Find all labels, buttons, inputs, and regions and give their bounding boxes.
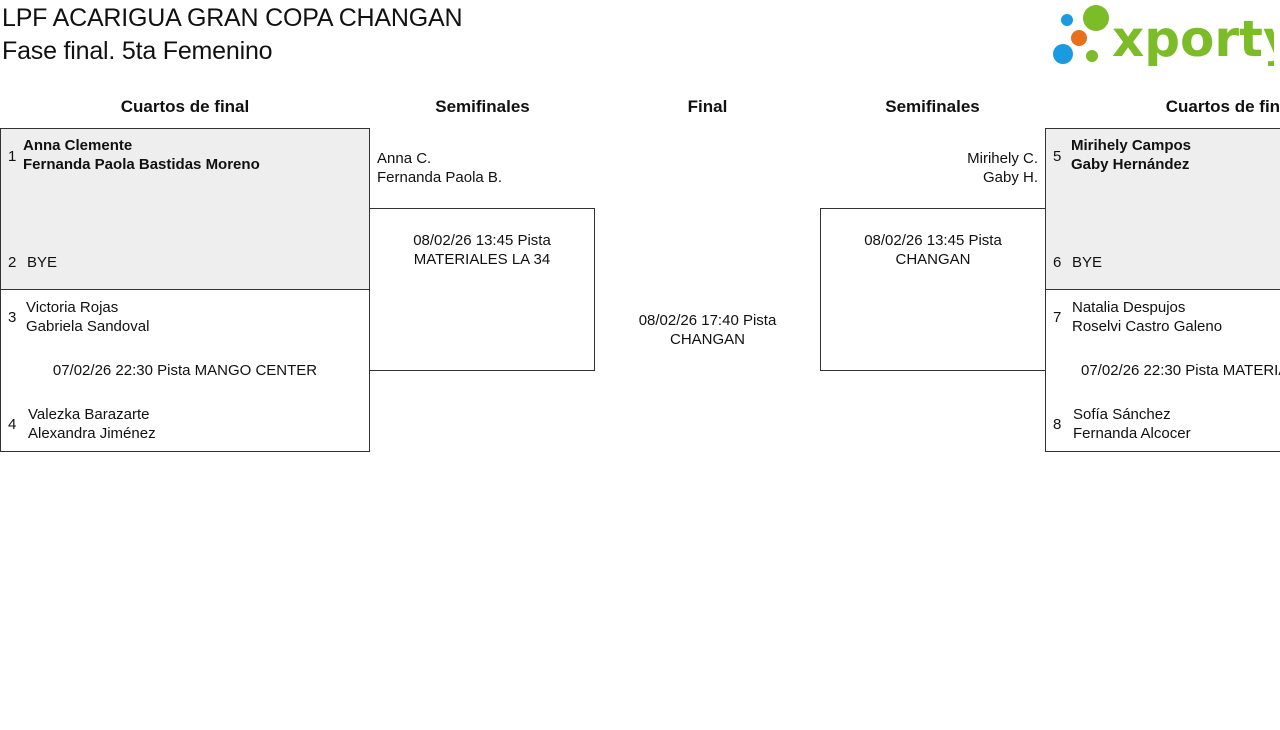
- left-sf-team: Anna C. Fernanda Paola B.: [377, 149, 502, 187]
- player-name: Valezka Barazarte: [28, 406, 150, 423]
- match-schedule: 07/02/26 22:30 Pista MANGO CENTER: [52, 362, 318, 379]
- round-header-right-sf: Semifinales: [885, 97, 980, 116]
- team-entry: Natalia Despujos Roselvi Castro Galeno: [1072, 298, 1222, 336]
- player-name: Fernanda Alcocer: [1073, 425, 1191, 442]
- player-name: Gabriela Sandoval: [26, 318, 150, 335]
- player-name: Alexandra Jiménez: [28, 425, 156, 442]
- schedule-line: 08/02/26 13:45 Pista: [864, 232, 1002, 249]
- right-qf-match-1[interactable]: 5 Mirihely Campos Gaby Hernández 6 BYE: [1045, 128, 1280, 290]
- player-name: Gaby H.: [982, 169, 1038, 186]
- right-sf-team: Mirihely C. Gaby H.: [820, 149, 1038, 187]
- player-name: Anna Clemente: [23, 137, 133, 154]
- player-name: Fernanda Paola Bastidas Moreno: [23, 156, 260, 173]
- logo-text: xporty: [1112, 10, 1274, 66]
- team-entry: Victoria Rojas Gabriela Sandoval: [26, 298, 149, 336]
- seed-number: 2: [8, 254, 17, 271]
- team-entry: Sofía Sánchez Fernanda Alcocer: [1073, 405, 1191, 443]
- player-name: Roselvi Castro Galeno: [1072, 318, 1223, 335]
- round-header-left-qf: Cuartos de final: [120, 97, 250, 116]
- seed-number: 4: [8, 416, 17, 433]
- right-qf-match-2[interactable]: 7 Natalia Despujos Roselvi Castro Galeno…: [1045, 289, 1280, 452]
- left-qf-match-1[interactable]: 1 Anna Clemente Fernanda Paola Bastidas …: [0, 128, 370, 290]
- player-name: Anna C.: [377, 150, 432, 167]
- match-schedule: 08/02/26 13:45 Pista MATERIALES LA 34: [370, 231, 594, 269]
- right-sf-match[interactable]: 08/02/26 13:45 Pista CHANGAN: [820, 208, 1046, 371]
- seed-number: 8: [1053, 416, 1062, 433]
- round-header-right-qf: Cuartos de final: [1165, 97, 1280, 116]
- schedule-line: 08/02/26 17:40 Pista: [638, 312, 777, 329]
- seed-number: 6: [1053, 254, 1062, 271]
- phase-subtitle: Fase final. 5ta Femenino: [2, 37, 273, 65]
- player-name: Mirihely C.: [967, 150, 1038, 167]
- player-name: Natalia Despujos: [1072, 299, 1186, 316]
- player-name: Sofía Sánchez: [1073, 406, 1171, 423]
- left-qf-match-2[interactable]: 3 Victoria Rojas Gabriela Sandoval 07/02…: [0, 289, 370, 452]
- bye-entry: BYE: [1072, 254, 1103, 271]
- round-header-left-sf: Semifinales: [435, 97, 530, 116]
- tournament-title: LPF ACARIGUA GRAN COPA CHANGAN: [2, 4, 463, 32]
- match-schedule: 07/02/26 22:30 Pista MATERIALES LA 34: [1081, 362, 1280, 379]
- seed-number: 5: [1053, 148, 1062, 165]
- player-name: Fernanda Paola B.: [377, 169, 503, 186]
- page-title: LPF ACARIGUA GRAN COPA CHANGAN Fase fina…: [2, 2, 463, 68]
- team-entry: Mirihely Campos Gaby Hernández: [1071, 136, 1191, 174]
- bye-entry: BYE: [27, 254, 58, 271]
- match-schedule: 08/02/26 13:45 Pista CHANGAN: [821, 231, 1045, 269]
- player-name: Gaby Hernández: [1071, 156, 1190, 173]
- venue-line: MATERIALES LA 34: [413, 251, 551, 268]
- final-match-schedule[interactable]: 08/02/26 17:40 Pista CHANGAN: [595, 311, 820, 349]
- seed-number: 3: [8, 309, 17, 326]
- xporty-logo[interactable]: xporty: [1052, 4, 1280, 68]
- player-name: Victoria Rojas: [26, 299, 119, 316]
- team-entry: Anna Clemente Fernanda Paola Bastidas Mo…: [23, 136, 260, 174]
- venue-line: CHANGAN: [895, 251, 971, 268]
- schedule-line: 08/02/26 13:45 Pista: [413, 232, 551, 249]
- left-sf-match[interactable]: 08/02/26 13:45 Pista MATERIALES LA 34: [369, 208, 595, 371]
- round-header-final: Final: [687, 97, 728, 116]
- seed-number: 1: [8, 148, 17, 165]
- seed-number: 7: [1053, 309, 1062, 326]
- team-entry: Valezka Barazarte Alexandra Jiménez: [28, 405, 156, 443]
- venue-line: CHANGAN: [669, 331, 745, 348]
- player-name: Mirihely Campos: [1071, 137, 1192, 154]
